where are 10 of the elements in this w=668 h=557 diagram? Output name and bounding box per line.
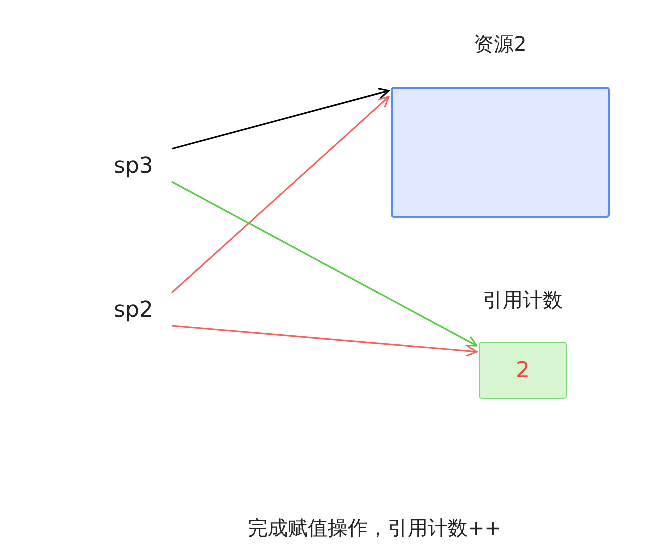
arrow bbox=[171, 96, 390, 294]
pointer-label: sp2 bbox=[114, 294, 162, 326]
pointer-label: sp3 bbox=[114, 150, 162, 182]
caption: 完成赋值操作，引用计数++ bbox=[248, 515, 502, 542]
count-value: 2 bbox=[516, 358, 530, 383]
arrow bbox=[172, 88, 390, 150]
box-heading: 资源2 bbox=[474, 31, 527, 58]
arrow bbox=[172, 325, 478, 357]
arrow bbox=[172, 181, 478, 347]
box-heading: 引用计数 bbox=[483, 287, 563, 314]
